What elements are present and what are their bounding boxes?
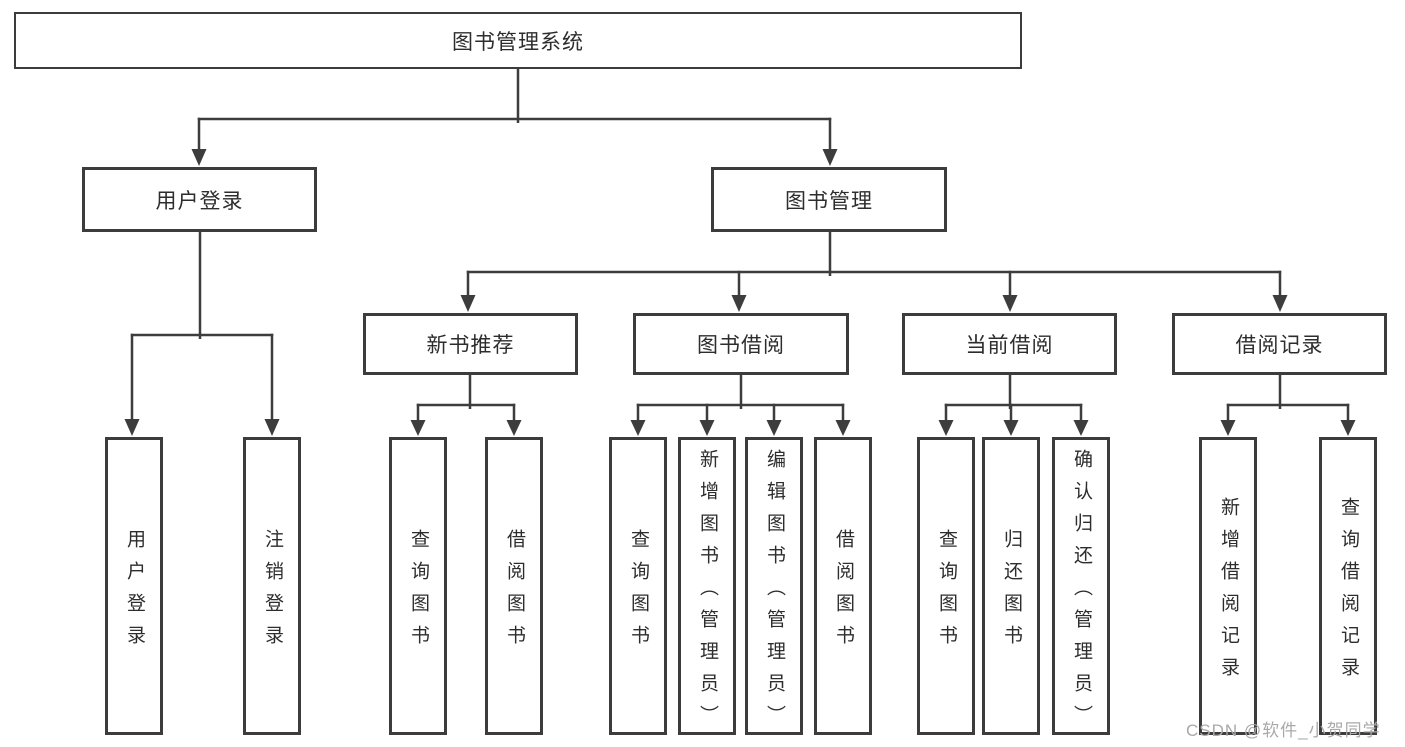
leaf-borrow-books-2: 借阅图书 bbox=[814, 437, 872, 735]
node-system-root-label: 图书管理系统 bbox=[452, 30, 584, 54]
leaf-query-borrow-record: 查询借阅记录 bbox=[1319, 437, 1377, 735]
leaf-edit-books-admin-label: 编辑图书（管理员） bbox=[763, 448, 785, 737]
leaf-logout: 注销登录 bbox=[243, 437, 301, 735]
leaf-borrow-books-1: 借阅图书 bbox=[485, 437, 543, 735]
csdn-watermark: CSDN @软件_小贺同学 bbox=[1186, 721, 1381, 740]
connector-current-to-leaves bbox=[938, 375, 1089, 436]
node-new-book-recommend: 新书推荐 bbox=[363, 313, 578, 375]
node-user-login-branch-label: 用户登录 bbox=[155, 189, 244, 213]
leaf-add-borrow-record-label: 新增借阅记录 bbox=[1217, 496, 1239, 689]
leaf-confirm-return-admin-label: 确认归还（管理员） bbox=[1070, 448, 1092, 737]
node-borrow-records: 借阅记录 bbox=[1172, 313, 1387, 375]
connector-userlogin-to-leaves bbox=[124, 232, 280, 436]
leaf-borrow-books-1-label: 借阅图书 bbox=[503, 528, 525, 657]
leaf-add-books-admin: 新增图书（管理员） bbox=[678, 437, 736, 737]
leaf-confirm-return-admin: 确认归还（管理员） bbox=[1052, 437, 1110, 737]
leaf-add-borrow-record: 新增借阅记录 bbox=[1199, 437, 1257, 735]
node-borrow-records-label: 借阅记录 bbox=[1235, 334, 1324, 357]
leaf-user-login: 用户登录 bbox=[105, 437, 163, 735]
node-current-borrowing-label: 当前借阅 bbox=[965, 334, 1054, 357]
leaf-query-books-1: 查询图书 bbox=[389, 437, 447, 735]
node-book-management-label: 图书管理 bbox=[785, 189, 873, 213]
leaf-query-books-1-label: 查询图书 bbox=[407, 528, 429, 657]
connector-root-to-level2 bbox=[191, 69, 838, 166]
leaf-query-books-2-label: 查询图书 bbox=[627, 528, 649, 657]
node-current-borrowing: 当前借阅 bbox=[902, 313, 1117, 375]
leaf-return-books: 归还图书 bbox=[982, 437, 1040, 735]
node-user-login-branch: 用户登录 bbox=[82, 167, 317, 232]
leaf-logout-label: 注销登录 bbox=[261, 528, 283, 657]
leaf-user-login-label: 用户登录 bbox=[123, 528, 145, 657]
leaf-edit-books-admin: 编辑图书（管理员） bbox=[745, 437, 803, 737]
node-new-book-recommend-label: 新书推荐 bbox=[426, 334, 515, 357]
leaf-add-books-admin-label: 新增图书（管理员） bbox=[696, 448, 718, 737]
leaf-borrow-books-2-label: 借阅图书 bbox=[832, 528, 854, 657]
connector-records-to-leaves bbox=[1220, 375, 1356, 436]
leaf-query-borrow-record-label: 查询借阅记录 bbox=[1337, 496, 1359, 689]
leaf-query-books-3-label: 查询图书 bbox=[935, 528, 957, 657]
node-book-borrowing-label: 图书借阅 bbox=[697, 334, 785, 357]
node-book-borrowing: 图书借阅 bbox=[633, 313, 849, 375]
node-book-management: 图书管理 bbox=[711, 167, 947, 232]
leaf-return-books-label: 归还图书 bbox=[1000, 528, 1022, 657]
connector-borrowing-to-leaves bbox=[630, 375, 851, 436]
connector-newbooks-to-leaves bbox=[410, 375, 522, 436]
node-system-root: 图书管理系统 bbox=[14, 12, 1022, 69]
connector-bookmgmt-to-level3 bbox=[460, 232, 1288, 312]
leaf-query-books-2: 查询图书 bbox=[609, 437, 667, 735]
leaf-query-books-3: 查询图书 bbox=[917, 437, 975, 735]
